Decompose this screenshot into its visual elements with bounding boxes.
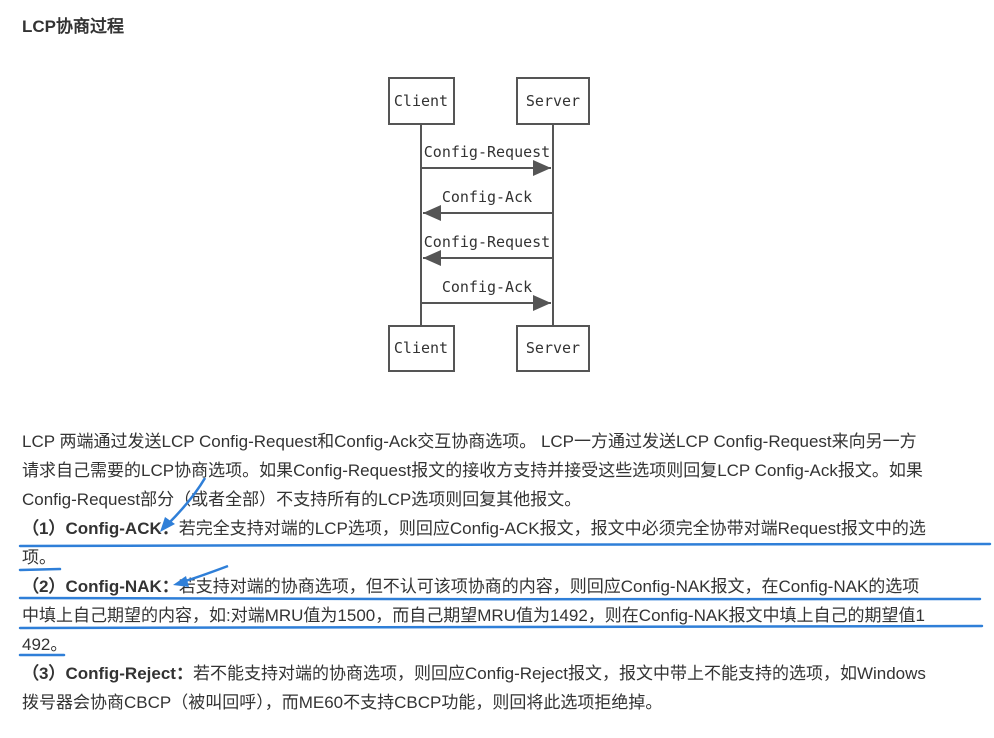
message-2-label: Config-Ack [442,188,532,206]
message-4-label: Config-Ack [442,278,532,296]
message-2: Config-Ack [423,188,553,221]
client-bottom-label: Client [394,339,448,357]
client-top-label: Client [394,92,448,110]
item1-text-1: 若完全支持对端的LCP选项，则回应Config-ACK报文，报文中必须完全协带对… [178,519,926,538]
message-4: Config-Ack [421,278,551,311]
item3-line-1: （3）Config-Reject：若不能支持对端的协商选项，则回应Config-… [22,659,984,688]
lcp-sequence-diagram: Client Server Config-Request Config-Ack … [388,77,590,372]
message-1: Config-Request [421,143,551,176]
client-bottom-box: Client [388,325,455,372]
item2-text-1: 若支持对端的协商选项，但不认可该项协商的内容，则回应Config-NAK报文，在… [178,577,920,596]
message-1-label: Config-Request [424,143,550,161]
message-3: Config-Request [423,233,553,266]
item2-line-1: （2）Config-NAK：若支持对端的协商选项，但不认可该项协商的内容，则回应… [22,572,984,601]
item1-line-2: 项。 [22,548,56,567]
item2-label: （2）Config-NAK： [22,577,179,596]
server-bottom-box: Server [516,325,590,372]
intro-line-3: Config-Request部分（或者全部）不支持所有的LCP选项则回复其他报文… [22,490,582,509]
server-bottom-label: Server [526,339,580,357]
item2-line-2: 中填上自己期望的内容，如:对端MRU值为1500，而自己期望MRU值为1492，… [22,606,925,625]
item3-text-1: 若不能支持对端的协商选项，则回应Config-Reject报文，报文中带上不能支… [192,664,926,683]
server-top-box: Server [516,77,590,125]
intro-paragraph: LCP 两端通过发送LCP Config-Request和Config-Ack交… [22,427,984,717]
server-top-label: Server [526,92,580,110]
item1-label: （1）Config-ACK： [22,519,179,538]
item1-line-1: （1）Config-ACK：若完全支持对端的LCP选项，则回应Config-AC… [22,514,984,543]
item3-line-2: 拨号器会协商CBCP（被叫回呼），而ME60不支持CBCP功能，则回将此选项拒绝… [22,693,663,712]
item3-label: （3）Config-Reject： [22,664,193,683]
intro-line-2: 请求自己需要的LCP协商选项。如果Config-Request报文的接收方支持并… [22,461,923,480]
message-3-label: Config-Request [424,233,550,251]
item2-line-3: 492。 [22,635,68,654]
intro-line-1: LCP 两端通过发送LCP Config-Request和Config-Ack交… [22,432,917,451]
page-title: LCP协商过程 [22,17,124,36]
client-top-box: Client [388,77,455,125]
